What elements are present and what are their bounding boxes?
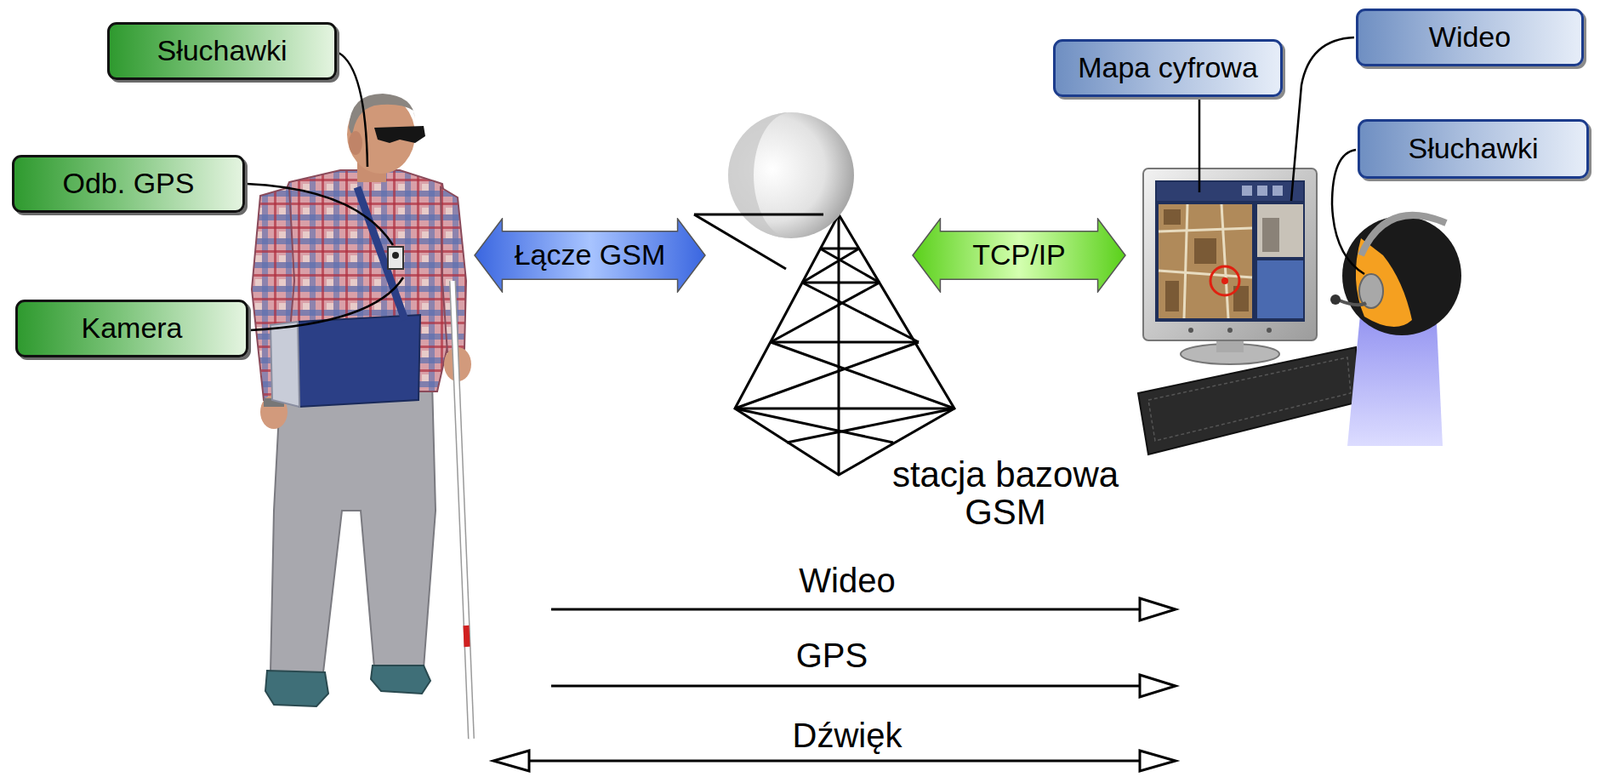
signal-label: GPS [796,637,868,673]
node-text: Mapa cyfrowa [1077,51,1259,85]
antenna-dish [694,112,855,269]
callout-box: Wideo [1355,8,1584,67]
leader-lines [246,52,404,331]
signal-arrows [493,597,1176,771]
station-label: stacja bazowa GSM [869,455,1142,531]
arrow-outline [912,218,1126,292]
node-text: Słuchawki [156,34,287,68]
node-text: TCP/IP [972,238,1066,272]
node-text: Łącze GSM [514,238,667,272]
callout-box: Słuchawki [107,22,337,80]
callout-box: Kamera [15,299,249,358]
callout-box: Mapa cyfrowa [1053,39,1283,97]
link-arrow: TCP/IP [911,217,1127,293]
operator-figure [1330,215,1462,446]
callout-box: Słuchawki [1357,119,1589,179]
link-arrow: Łącze GSM [473,217,707,293]
man-figure [251,93,472,739]
signal-label: Wideo [798,562,895,598]
signal-label: Dźwięk [792,717,903,753]
callout-box: Odb. GPS [11,154,245,213]
node-text: Odb. GPS [62,166,195,200]
node-text: Wideo [1429,20,1511,54]
node-text: Kamera [80,311,183,345]
computer [1138,168,1360,455]
arrow-outline [474,218,706,292]
node-text: Słuchawki [1407,131,1538,166]
